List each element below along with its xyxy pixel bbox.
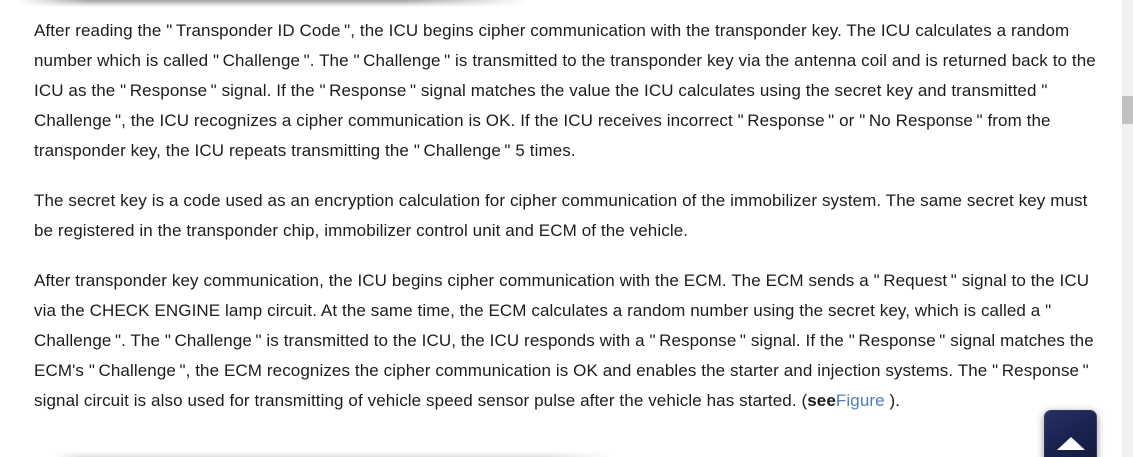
vertical-scrollbar[interactable] (1122, 0, 1133, 457)
text-segment: The secret key is a code used as an encr… (34, 191, 1088, 240)
text-segment: After transponder key communication, the… (34, 271, 1094, 410)
text-segment: ). (884, 391, 901, 410)
up-arrow-icon (1056, 436, 1085, 450)
scrollbar-thumb[interactable] (1122, 96, 1133, 124)
text-segment: After reading the " Transponder ID Code … (34, 21, 1096, 160)
see-label: see (807, 391, 836, 410)
paragraph: After transponder key communication, the… (34, 266, 1107, 416)
content: After reading the " Transponder ID Code … (34, 0, 1107, 416)
back-to-top-button[interactable] (1044, 410, 1097, 457)
paragraph: The secret key is a code used as an encr… (34, 186, 1107, 246)
figure-link[interactable]: Figure (835, 391, 885, 410)
paragraph: After reading the " Transponder ID Code … (34, 16, 1107, 166)
bottom-edge-shadow (52, 451, 617, 457)
